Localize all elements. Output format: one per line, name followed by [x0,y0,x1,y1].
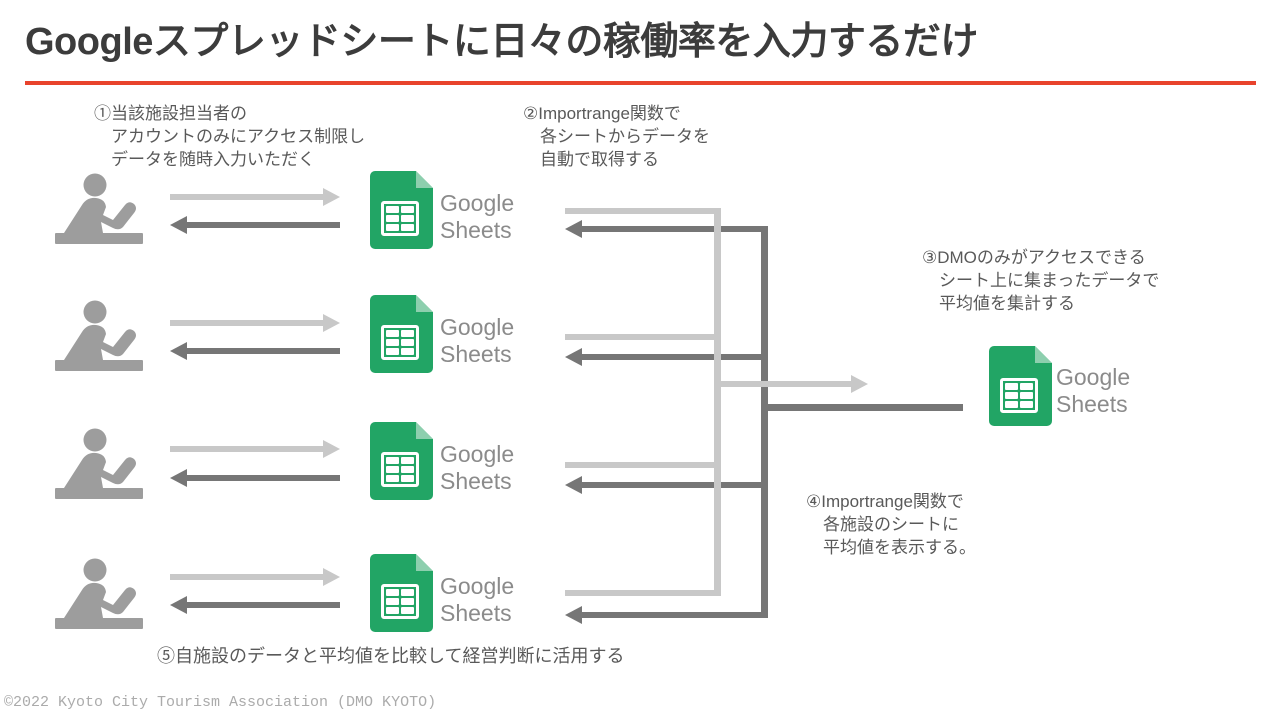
google-sheets-icon-dmo [989,346,1052,426]
annotation-1: ①当該施設担当者の アカウントのみにアクセス制限し データを随時入力いただく [94,104,366,169]
connector-export-line [565,334,714,340]
sheets-logo-text: Google Sheets [440,573,515,626]
annotation-5: ⑤自施設のデータと平均値を比較して経営判断に活用する [157,646,625,666]
arrow-input-right-icon [170,440,340,458]
annotation-4: ④Importrange関数で 各施設のシートに 平均値を表示する。 [806,492,976,557]
person-at-desk-icon [55,300,143,371]
google-sheets-icon [370,422,433,500]
google-sheets-icon [370,554,433,632]
arrow-feedback-left-icon [170,596,340,614]
page-title: Googleスプレッドシートに日々の稼働率を入力するだけ [25,21,978,63]
arrow-return-left-icon [565,220,768,238]
arrow-to-dmo-sheet-icon [714,375,868,393]
arrow-return-left-icon [565,348,768,366]
bus-return-vertical [761,226,768,618]
sheets-logo-text: Google Sheets [440,190,515,243]
connector-export-line [565,208,714,214]
annotation-2: ②Importrange関数で 各シートからデータを 自動で取得する [523,104,710,169]
arrow-return-left-icon [565,476,768,494]
person-at-desk-icon [55,173,143,244]
footer-copyright: ©2022 Kyoto City Tourism Association (DM… [4,694,437,711]
connector-export-line [565,462,714,468]
google-sheets-icon [370,171,433,249]
arrow-input-right-icon [170,188,340,206]
sheets-grid-icon [381,452,419,487]
bus-collect-vertical [714,208,721,596]
arrow-feedback-left-icon [170,216,340,234]
arrow-input-right-icon [170,314,340,332]
sheets-grid-icon [1000,378,1038,413]
connector-export-line [565,590,714,596]
person-at-desk-icon [55,558,143,629]
arrow-feedback-left-icon [170,342,340,360]
title-underline [25,81,1256,85]
sheets-grid-icon [381,201,419,236]
annotation-3: ③DMOのみがアクセスできる シート上に集まったデータで 平均値を集計する [922,248,1160,313]
sheets-logo-text: Google Sheets [440,441,515,494]
arrow-input-right-icon [170,568,340,586]
google-sheets-icon [370,295,433,373]
sheets-grid-icon [381,584,419,619]
sheets-logo-text: Google Sheets [440,314,515,367]
arrow-feedback-left-icon [170,469,340,487]
person-at-desk-icon [55,428,143,499]
sheets-logo-text: Google Sheets [1056,364,1131,417]
connector-from-dmo-sheet [761,404,963,411]
sheets-grid-icon [381,325,419,360]
arrow-return-left-icon [565,606,768,624]
